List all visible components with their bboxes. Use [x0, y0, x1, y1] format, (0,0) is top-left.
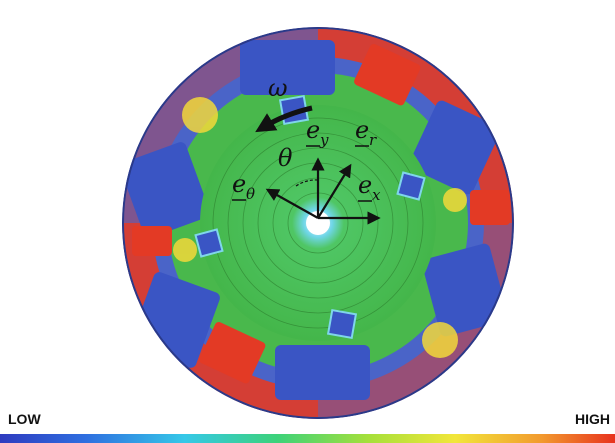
e-r-label: e r [355, 116, 377, 149]
e-x-label: e x [358, 171, 381, 204]
svg-text:θ: θ [246, 185, 255, 203]
svg-text:e: e [355, 116, 369, 144]
theta-arc [295, 179, 319, 187]
e-r-arrow [317, 163, 352, 219]
svg-text:y: y [319, 131, 329, 149]
e-theta-label: e θ [232, 170, 255, 203]
rotor [194, 94, 436, 341]
svg-text:e: e [358, 171, 372, 199]
scale-high-label: HIGH [575, 411, 610, 427]
omega-label: ω [268, 74, 288, 102]
basis-vectors [265, 157, 381, 225]
scale-bar [0, 434, 615, 443]
e-theta-arrow [265, 188, 319, 219]
scale-low-label: LOW [8, 411, 41, 427]
svg-text:r: r [369, 131, 377, 149]
theta-label: θ [278, 144, 293, 172]
color-scale: LOW HIGH [0, 411, 615, 443]
e-y-label: e y [306, 116, 329, 149]
rotation-arrow [255, 105, 313, 133]
svg-text:e: e [232, 170, 246, 198]
svg-text:x: x [372, 186, 381, 204]
svg-text:e: e [306, 116, 320, 144]
